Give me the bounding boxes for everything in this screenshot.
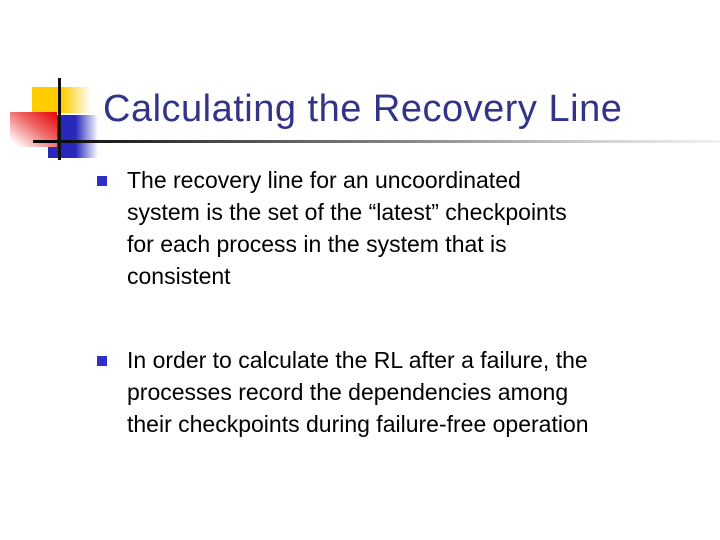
bullet-icon — [97, 176, 107, 186]
slide-title: Calculating the Recovery Line — [103, 88, 623, 130]
title-underline-rule — [33, 140, 720, 143]
bullet-line: processes record the dependencies among — [127, 379, 569, 405]
bullet-line: The recovery line for an uncoordinated — [127, 167, 521, 193]
bullet-line: system is the set of the “latest” checkp… — [127, 199, 567, 225]
bullet-line: consistent — [127, 263, 231, 289]
bullet-item: The recovery line for an uncoordinated s… — [97, 164, 707, 292]
deco-yellow-square-icon — [32, 87, 92, 113]
bullet-line: for each process in the system that is — [127, 231, 507, 257]
bullet-line: In order to calculate the RL after a fai… — [127, 347, 588, 373]
bullet-line: their checkpoints during failure-free op… — [127, 411, 589, 437]
bullet-icon — [97, 356, 107, 366]
bullet-list: The recovery line for an uncoordinated s… — [97, 164, 707, 492]
deco-vertical-line — [58, 78, 61, 160]
bullet-item: In order to calculate the RL after a fai… — [97, 344, 707, 440]
bullet-text: The recovery line for an uncoordinated s… — [127, 164, 567, 292]
bullet-text: In order to calculate the RL after a fai… — [127, 344, 589, 440]
